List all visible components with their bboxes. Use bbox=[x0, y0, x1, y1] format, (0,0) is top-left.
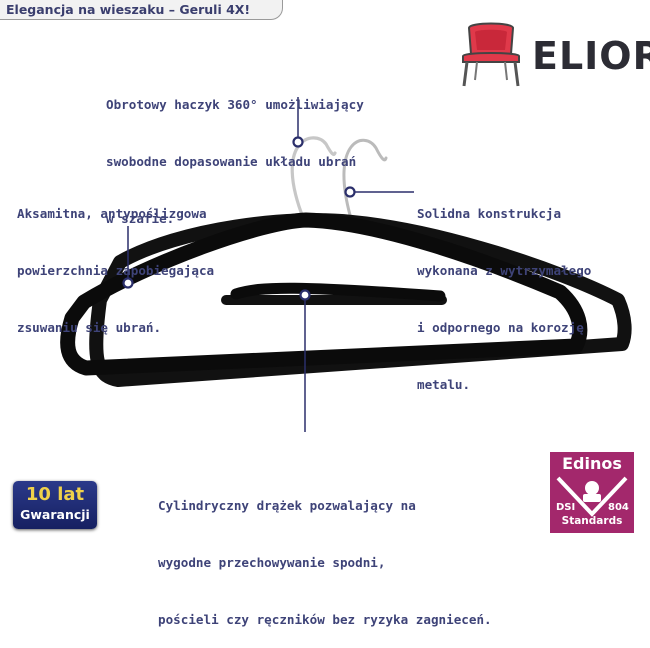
callout-construction-line: Solidna konstrukcja bbox=[417, 206, 562, 221]
callout-bar-line: Cylindryczny drążek pozwalający na bbox=[158, 498, 416, 513]
callout-construction: Solidna konstrukcja wykonana z wytrzymał… bbox=[417, 166, 591, 413]
edinos-title: Edinos bbox=[562, 454, 622, 473]
edinos-emblem: DSI 804 bbox=[556, 476, 629, 517]
page-title: Elegancja na wieszaku – Geruli 4X! bbox=[6, 2, 251, 17]
edinos-dsi: DSI bbox=[556, 502, 575, 513]
brand-logo-text: ELIOR bbox=[532, 34, 650, 78]
callout-construction-line: metalu. bbox=[417, 377, 471, 392]
edinos-code: 804 bbox=[608, 502, 629, 513]
hook-marker bbox=[292, 136, 304, 148]
callout-bar-line: wygodne przechowywanie spodni, bbox=[158, 555, 386, 570]
front-hanger bbox=[60, 136, 588, 376]
guarantee-badge: 10 lat Gwarancji bbox=[13, 481, 97, 529]
callout-bar-line: pościeli czy ręczników bez ryzyka zagnie… bbox=[158, 612, 492, 627]
callout-hook-line: Obrotowy haczyk 360° umożliwiający bbox=[106, 97, 364, 112]
callout-hook-line: swobodne dopasowanie układu ubrań bbox=[106, 154, 357, 169]
callout-surface-line: Aksamitna, antypoślizgowa bbox=[17, 206, 207, 221]
construction-marker bbox=[344, 186, 356, 198]
guarantee-years: 10 lat bbox=[25, 484, 85, 505]
callout-hook-line: w szafie. bbox=[106, 211, 175, 226]
callout-hook: Obrotowy haczyk 360° umożliwiający swobo… bbox=[106, 57, 364, 247]
callout-construction-line: i odpornego na korozję bbox=[417, 320, 584, 335]
callout-surface-line: powierzchnia zapobiegająca bbox=[17, 263, 215, 278]
header-tab: Elegancja na wieszaku – Geruli 4X! bbox=[0, 0, 283, 20]
guarantee-label: Gwarancji bbox=[20, 507, 90, 522]
chair-icon bbox=[462, 22, 520, 87]
hanger-illustration bbox=[60, 97, 632, 432]
surface-marker bbox=[122, 277, 134, 289]
callout-surface: Aksamitna, antypoślizgowa powierzchnia z… bbox=[17, 166, 214, 356]
callout-bar: Cylindryczny drążek pozwalający na wygod… bbox=[158, 458, 492, 648]
callout-surface-line: zsuwaniu się ubrań. bbox=[17, 320, 162, 335]
bar-marker bbox=[299, 289, 311, 301]
edinos-standards: Standards bbox=[561, 515, 623, 527]
callout-construction-line: wykonana z wytrzymałego bbox=[417, 263, 592, 278]
edinos-badge: Edinos DSI 804 Standards bbox=[550, 452, 634, 533]
